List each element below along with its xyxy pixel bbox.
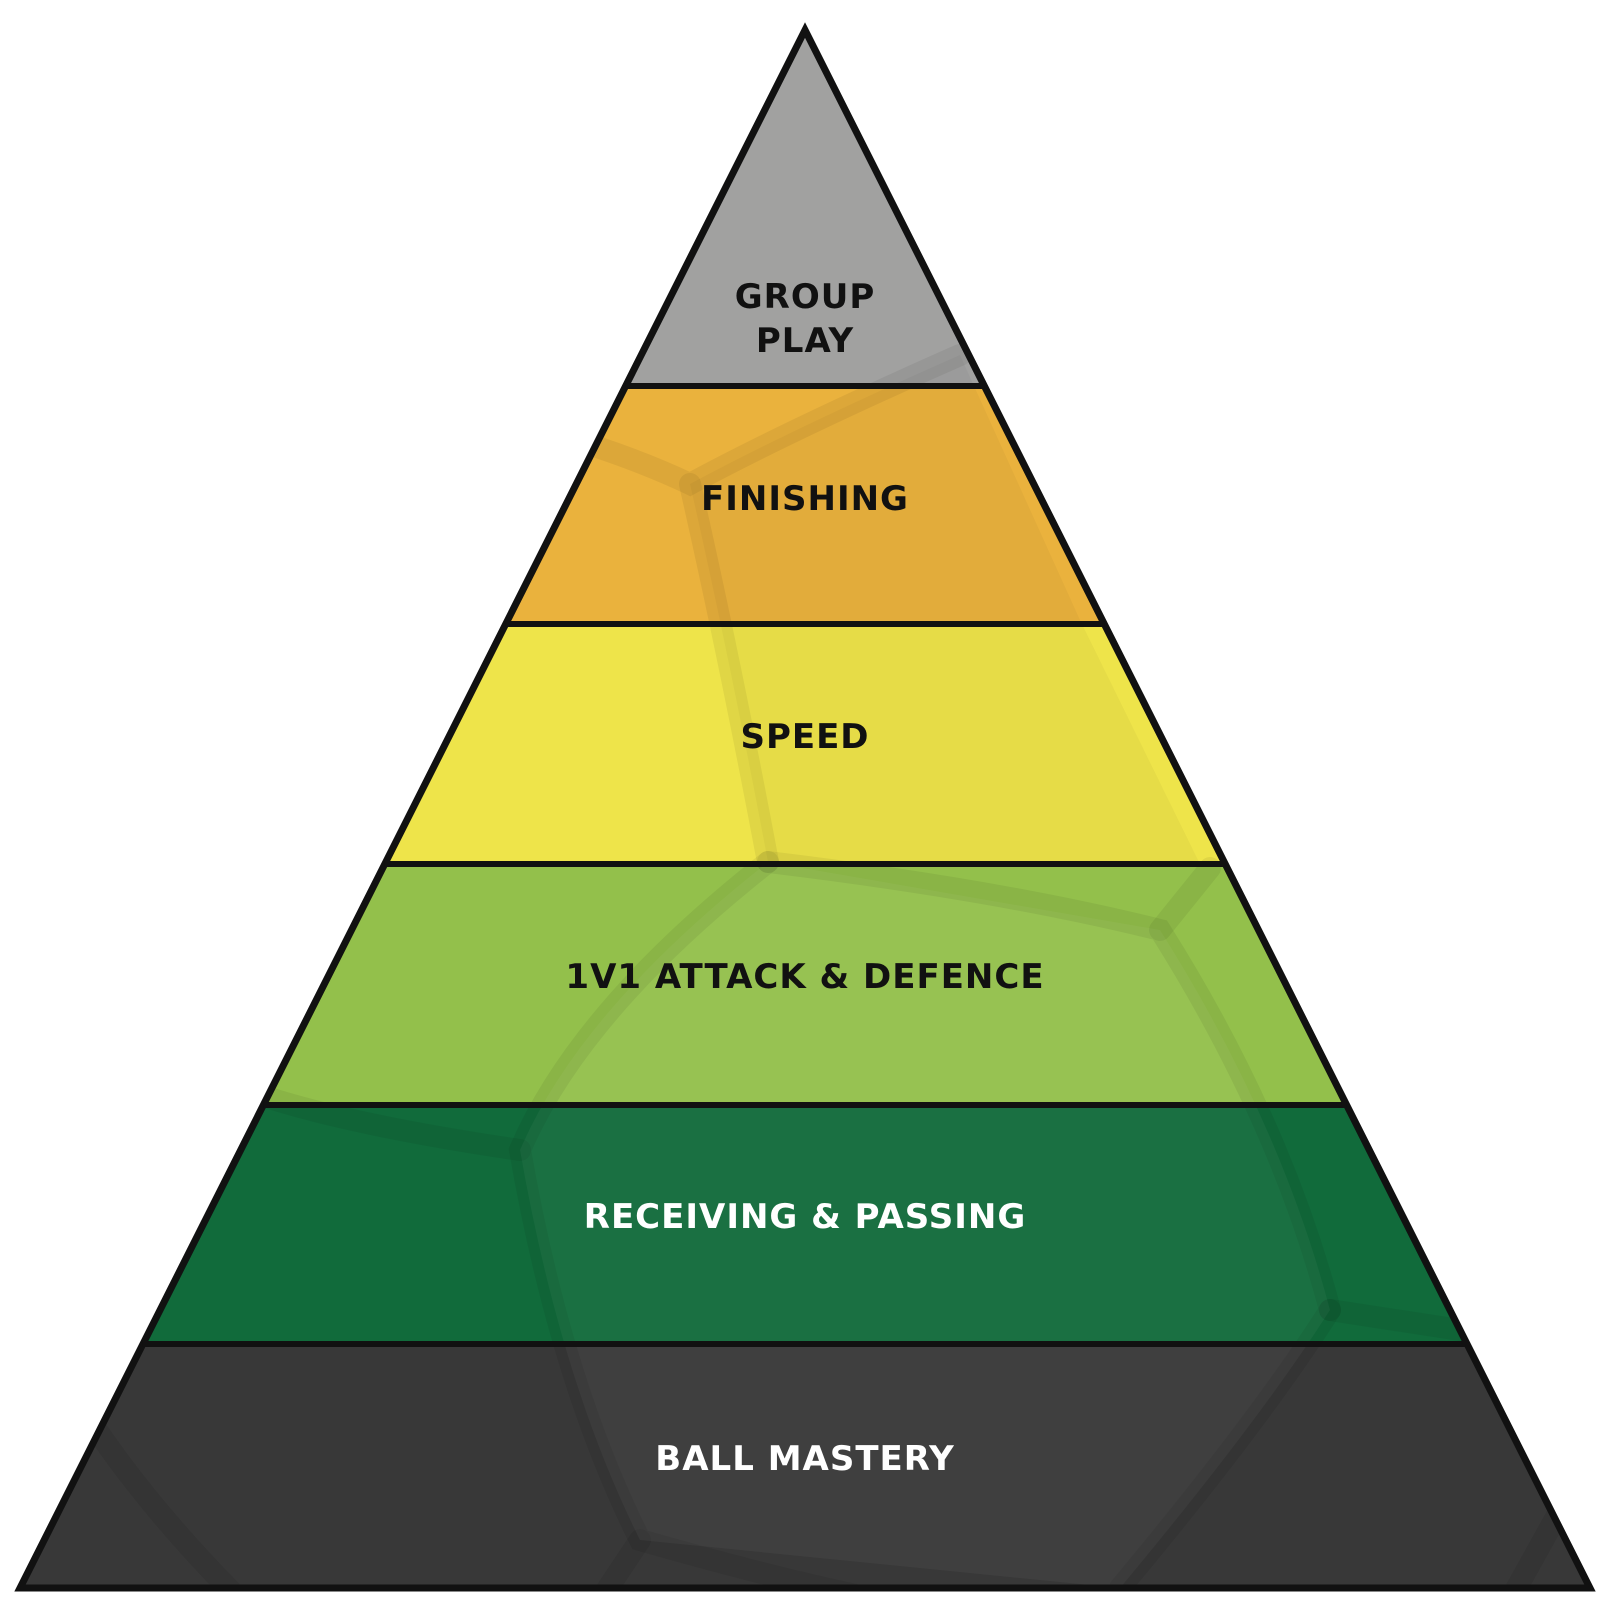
ball-pattern-overlay [79,344,1571,1588]
pyramid-outer-border [14,22,1596,1592]
ball-seam-3 [757,851,1341,1321]
ball-seam-1 [589,344,971,497]
ball-seam-5 [508,851,891,1588]
tier-label-finishing: FINISHING [701,479,909,519]
pyramid-outline [14,22,1596,1592]
ball-seam-9 [589,1529,651,1588]
tier-label-group-play-line-2: PLAY [756,321,854,361]
ball-seam-7 [1109,1299,1341,1588]
tier-label-1v1-attack-defence: 1V1 ATTACK & DEFENCE [565,957,1044,997]
ball-seam-8 [1319,1299,1471,1341]
ball-seam-10 [79,1409,251,1588]
ball-seam-2 [679,473,779,873]
ball-seam-4 [1149,857,1221,941]
tier-label-group-play-line-1: GROUP [735,277,876,317]
tier-label-ball-mastery: BALL MASTERY [655,1439,954,1479]
tier-label-receiving-passing: RECEIVING & PASSING [584,1197,1026,1237]
ball-panel-2 [520,862,1330,1588]
tier-label-speed: SPEED [740,717,869,757]
